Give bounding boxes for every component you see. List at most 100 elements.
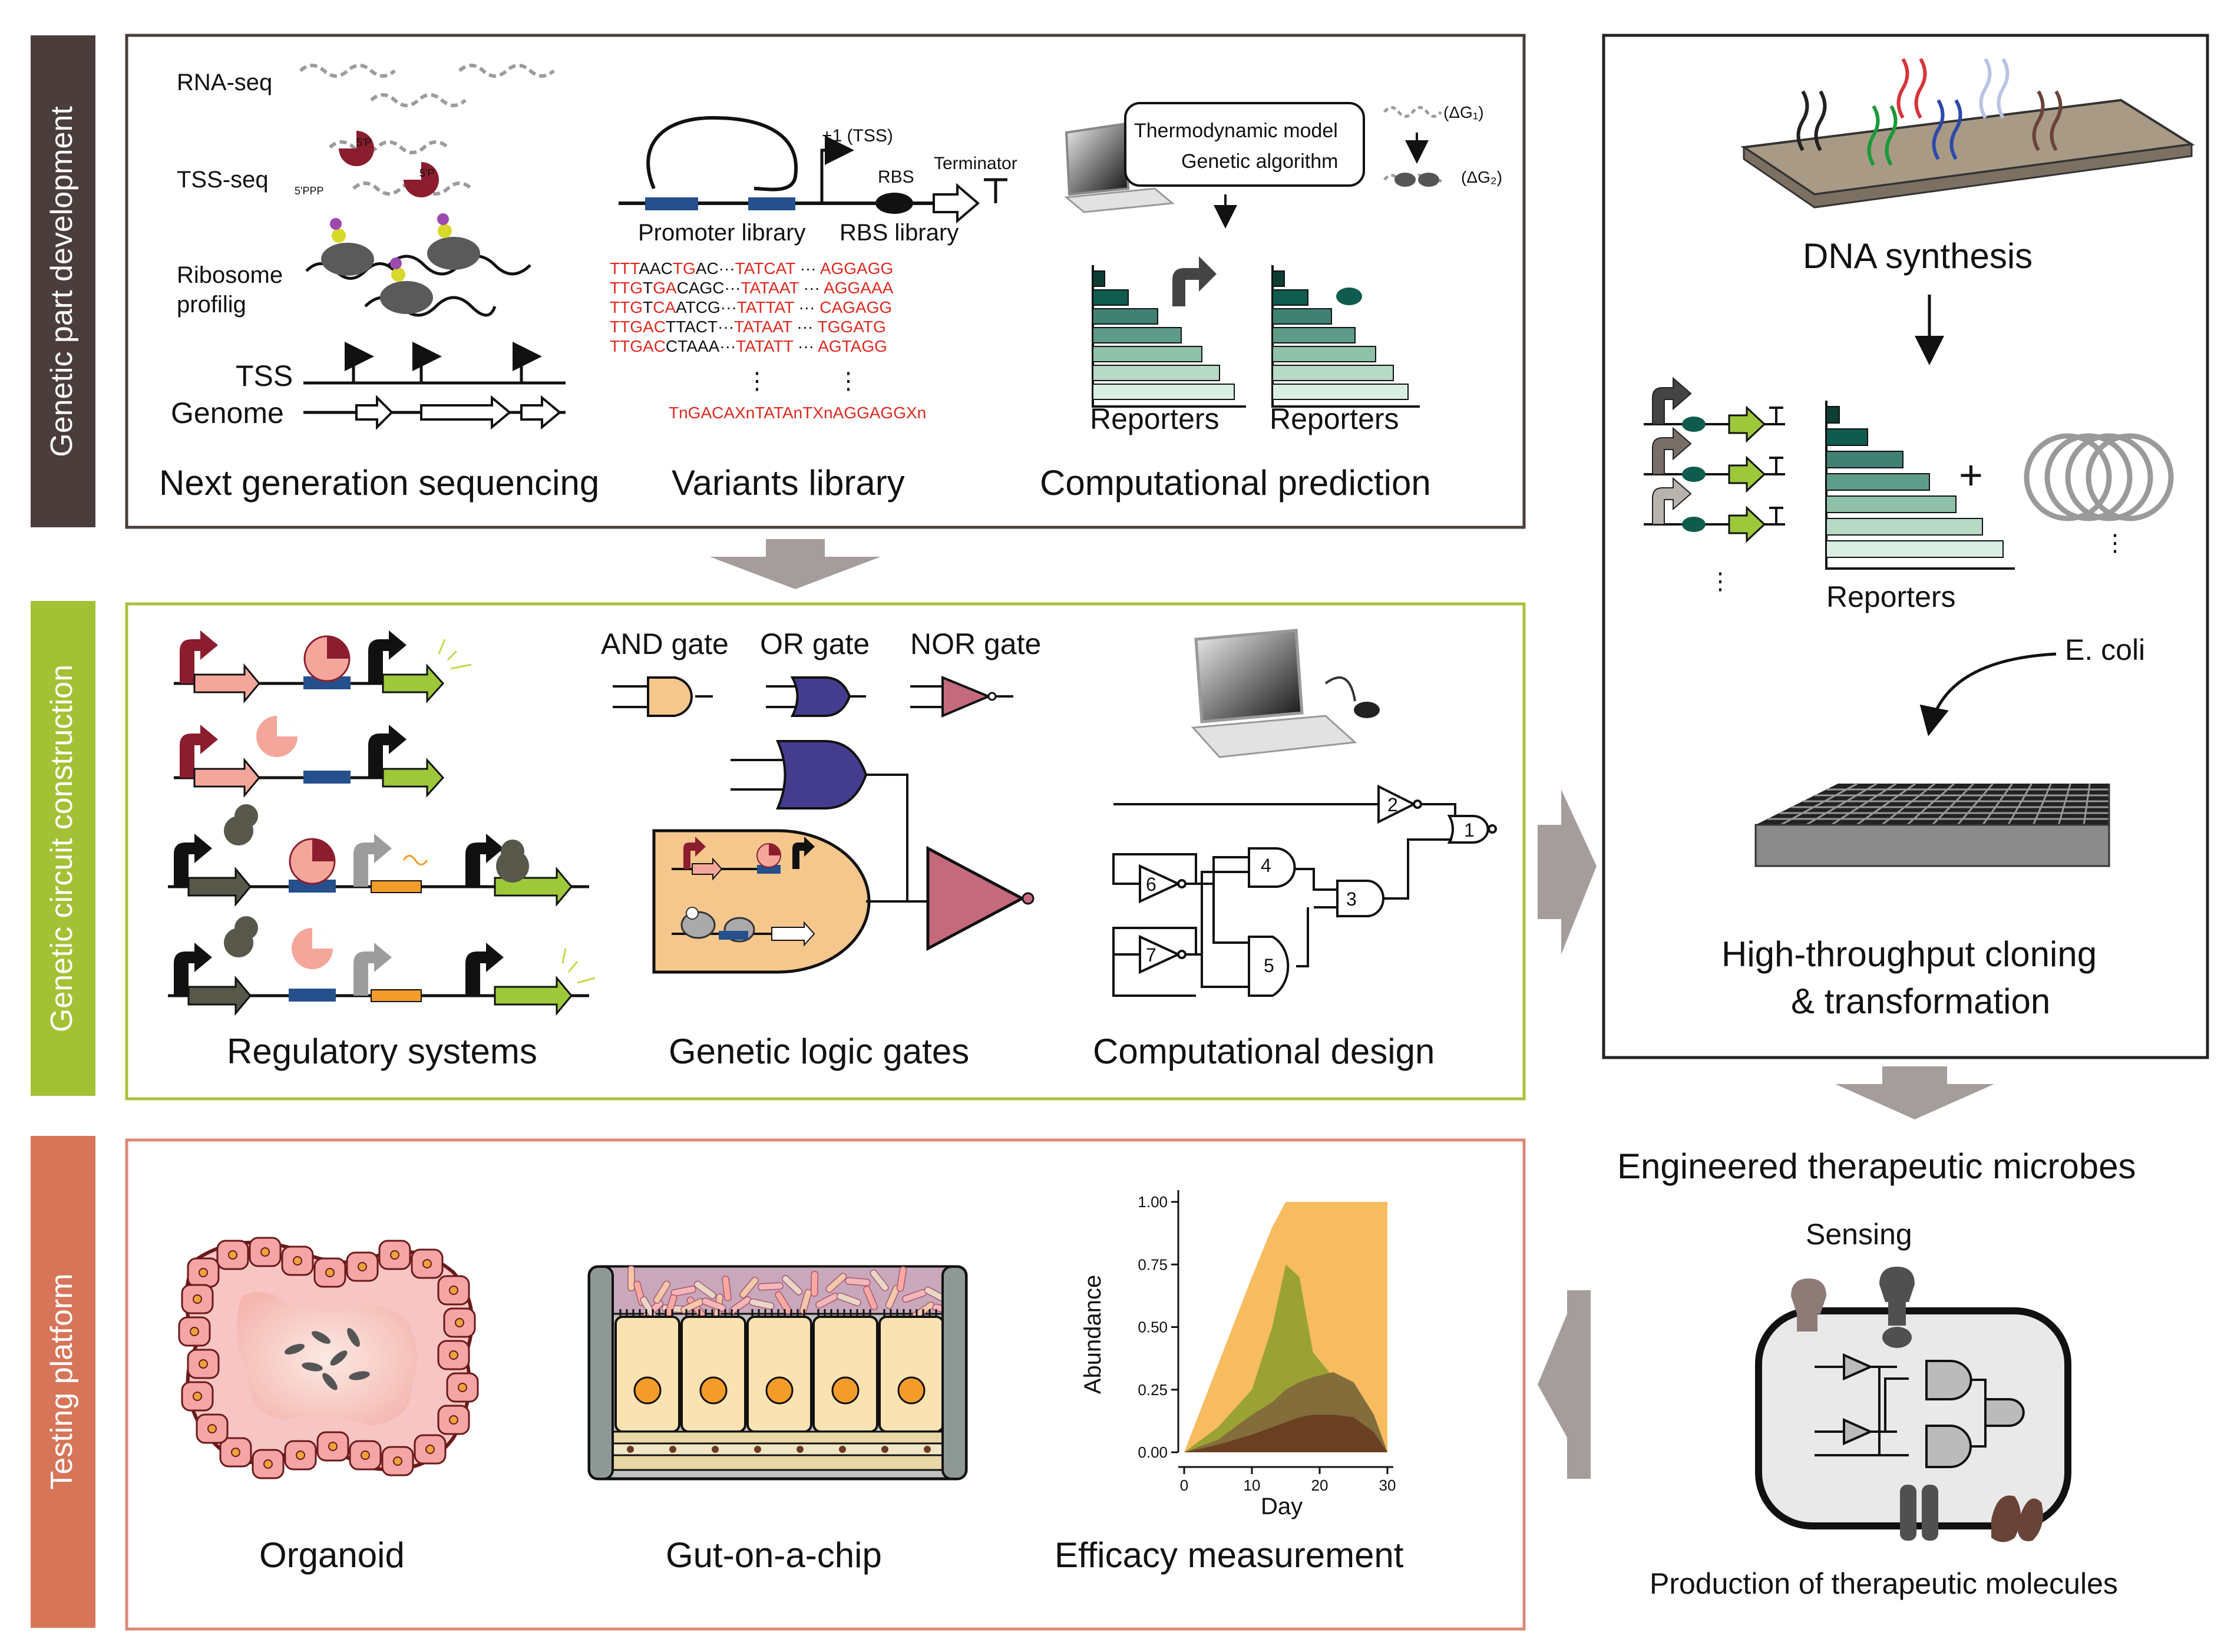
regulatory-row-3 <box>168 804 589 907</box>
chart-y-ticks: 0.000.250.500.751.00 <box>1138 1193 1178 1461</box>
organoid-cell <box>187 1349 220 1379</box>
ngs-section: RNA-seq TSS-seq 5'P 5'P 5'PPP Ribosome p… <box>159 64 599 503</box>
organoid-cell <box>284 1440 317 1471</box>
organoid-cell <box>187 1257 220 1288</box>
chip-bacterium <box>810 1271 819 1297</box>
ribosome-label: Ribosome <box>177 262 283 288</box>
dna-strand-icon <box>1814 90 1827 151</box>
sequence-row: TTGACTTACT···TATAAT ··· TGGATG <box>610 318 886 336</box>
panel-testing-platform <box>125 1138 1526 1631</box>
sidebar-testing-platform: Testing platform <box>31 1136 95 1628</box>
chip-bacterium <box>845 1277 871 1287</box>
dna-strand-icon <box>1796 90 1809 151</box>
dna-strand-icon <box>1885 105 1898 166</box>
chip-pore <box>924 1446 931 1453</box>
transporter-icon <box>1991 1495 2043 1542</box>
rbs-library-label: RBS library <box>840 220 959 246</box>
operator-box <box>748 197 795 210</box>
regulatory-row-2 <box>174 716 445 798</box>
dna-strand-icon <box>1932 99 1945 160</box>
chip-epithelial-cells <box>614 1309 944 1433</box>
dna-strand-icon <box>2050 90 2063 151</box>
organoid-cells <box>178 1237 479 1479</box>
ellipsis-vertical: ⋮ <box>745 368 769 394</box>
chip-bacterium <box>653 1280 671 1304</box>
rna-read-wave <box>369 93 467 107</box>
chip-bacterium <box>896 1266 907 1292</box>
dg2-label: (ΔG₂) <box>1461 168 1502 186</box>
arrow-right-circuit-to-synthesis <box>1538 789 1597 954</box>
nor-gate-label: NOR gate <box>910 627 1041 660</box>
chip-bacterium <box>825 1273 847 1293</box>
chip-pore <box>754 1446 761 1453</box>
reporter-bar <box>1826 428 1868 446</box>
chip-bacterium <box>729 1296 752 1314</box>
reporter-bars-synthesis <box>1825 401 2015 570</box>
chart-x-tick-label: 20 <box>1311 1476 1328 1494</box>
ellipsis-vertical: ⋮ <box>2103 530 2127 556</box>
organoid-cell <box>216 1240 249 1270</box>
organoid-cell <box>437 1340 470 1370</box>
tss-marker <box>412 342 442 383</box>
gate-number-2: 2 <box>1387 794 1398 815</box>
reporter-bar <box>1826 473 1930 491</box>
dna-synthesis-label: DNA synthesis <box>1803 236 2033 276</box>
reporter-bar <box>1272 327 1356 343</box>
dna-strand-icon <box>1914 58 1927 119</box>
receptor-icon <box>1791 1278 1826 1331</box>
plasmid-icon <box>2024 433 2174 521</box>
organoid-cell <box>446 1372 479 1403</box>
enzyme-icon <box>404 162 439 197</box>
chart-y-tick-label: 1.00 <box>1138 1193 1168 1211</box>
gene-arrow <box>520 395 562 430</box>
chart-x-tick-label: 30 <box>1379 1476 1396 1494</box>
dna-strand-icon <box>1896 58 1909 119</box>
organoid-cell <box>411 1248 444 1279</box>
sequence-text: TTTAACTGAC···TATCAT ··· AGGAGG <box>610 259 893 277</box>
dg1-label: (ΔG₁) <box>1443 103 1484 121</box>
arrow-down-parts-to-circuit <box>710 539 881 589</box>
reporter-bar <box>1092 327 1182 343</box>
gut-chip-caption: Gut-on-a-chip <box>666 1535 882 1575</box>
chip-pore <box>797 1446 804 1453</box>
organoid-cell <box>196 1413 229 1444</box>
chip-cell <box>812 1309 878 1433</box>
organoid-cell <box>249 1237 282 1267</box>
organoid-cell <box>349 1440 382 1471</box>
cloning-plate <box>1754 782 2110 867</box>
chip-bacterium <box>758 1282 784 1291</box>
design-caption: Computational design <box>1093 1032 1435 1071</box>
variants-caption: Variants library <box>672 463 905 503</box>
five-ppp-label: 5'PPP <box>295 185 323 197</box>
and-gate-icon <box>613 676 713 717</box>
chip-bacteria <box>627 1266 958 1320</box>
chip-bacterium <box>863 1286 878 1310</box>
tss-arrow <box>820 136 854 203</box>
panel-synthesis <box>1602 34 2209 1059</box>
chip-bacterium <box>739 1276 759 1299</box>
dna-strand-icon <box>1979 58 1992 119</box>
curved-arrow <box>1919 652 2057 736</box>
organoid-cell <box>181 1381 214 1412</box>
chip-bacterium <box>782 1275 803 1296</box>
cloning-label-2: & transformation <box>1791 982 2050 1021</box>
chart-y-tick-label: 0.00 <box>1138 1443 1168 1461</box>
chart-x-tick-label: 0 <box>1180 1476 1188 1494</box>
mrna-wave <box>1383 106 1442 118</box>
gut-chip-section: Gut-on-a-chip <box>587 1265 968 1575</box>
organoid-cell <box>181 1284 214 1314</box>
microbe-circuit <box>1815 1353 2025 1468</box>
tss-label: TSS <box>236 359 293 392</box>
sequence-row: TTGTCAATCG···TATTAT ··· CAGAGG <box>610 298 892 316</box>
synthesis-section: DNA synthesis ⋮ Reporters + ⋮ E. coli Hi… <box>1644 58 2195 1021</box>
regulatory-section: Regulatory systems <box>168 630 596 1071</box>
lumen-bacteria <box>284 1328 370 1390</box>
reporters-right-label: Reporters <box>1270 402 1399 435</box>
organoid-cell <box>443 1307 476 1338</box>
construct-row <box>1644 376 1785 443</box>
rna-read-wave <box>458 64 556 78</box>
organoid-cell <box>281 1245 314 1276</box>
reporter-bar <box>1272 289 1308 306</box>
reporter-bar <box>1272 365 1394 381</box>
